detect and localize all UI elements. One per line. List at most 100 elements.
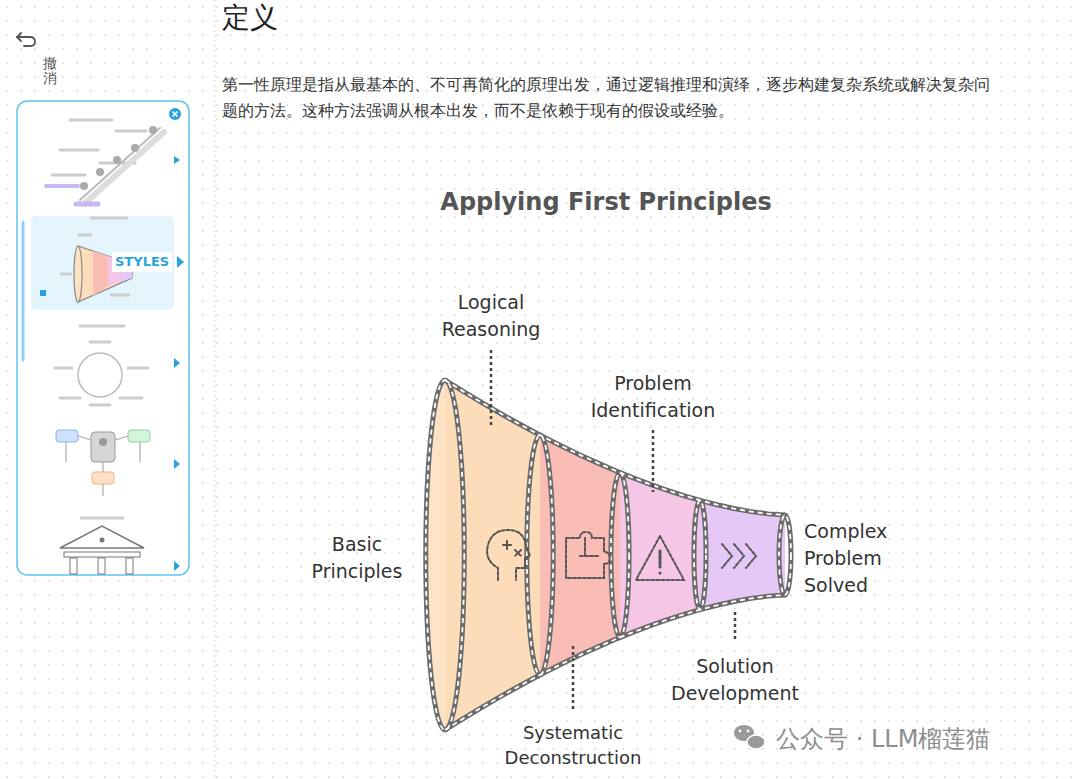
temple-thumbnail-part	[64, 552, 140, 557]
cycle-thumbnail-part	[80, 325, 124, 328]
leader-lines-part	[490, 350, 493, 425]
funnel	[426, 380, 791, 730]
callout-label: Systematic Deconstruction	[483, 720, 663, 770]
funnel-ring	[527, 435, 553, 675]
styles-panel-part	[169, 108, 181, 120]
hub-thumbnail-part	[99, 438, 107, 446]
staircase-thumbnail	[46, 120, 164, 204]
staircase-thumbnail-part	[70, 119, 112, 122]
body-paragraph: 第一性原理是指从最基本的、不可再简化的原理出发，通过逻辑推理和演绎，逐步构建复杂…	[222, 72, 992, 123]
funnel-segment	[700, 500, 785, 609]
leader-lines-part	[572, 646, 575, 712]
staircase-thumbnail-part	[80, 182, 88, 190]
temple-thumbnail-part	[100, 538, 105, 543]
cycle-thumbnail-part	[128, 367, 148, 370]
hub-thumbnail-part	[56, 430, 78, 442]
cycle-thumbnail-part	[55, 367, 72, 370]
wechat-icon-part	[747, 735, 765, 749]
funnel-thumbnail-part	[93, 251, 108, 296]
segment-icons-part	[636, 536, 684, 580]
staircase-thumbnail-part	[96, 168, 104, 176]
cycle-thumbnail-part	[78, 353, 122, 397]
cycle-thumbnail	[55, 326, 148, 405]
staircase-thumbnail-part	[76, 202, 98, 207]
callout-label: Solution Development	[655, 653, 815, 707]
segment-icons-part	[580, 538, 598, 556]
hub-thumbnail	[56, 430, 150, 496]
staircase-thumbnail-part	[52, 174, 85, 177]
funnel-thumbnail-part	[90, 217, 128, 220]
staircase-thumbnail-part	[84, 132, 164, 204]
temple-thumbnail-part	[126, 558, 133, 574]
segment-icons-part	[659, 572, 662, 575]
temple-thumbnail-part	[80, 517, 124, 520]
hub-thumbnail-part	[92, 472, 114, 484]
cycle-thumbnail-part	[120, 397, 142, 400]
temple-thumbnail-part	[60, 526, 144, 548]
vertical-label: 撤消	[43, 56, 57, 87]
leader-lines-part	[652, 430, 655, 492]
funnel-thumbnail-part	[60, 273, 72, 276]
diagram-title: Applying First Principles	[440, 188, 771, 216]
styles-panel-part	[17, 101, 189, 575]
leader-lines-part	[734, 612, 737, 642]
tab-label: STYLES	[112, 252, 172, 272]
grid-background-part	[215, 0, 216, 779]
styles-panel-part	[22, 222, 25, 360]
funnel-ring	[426, 380, 465, 730]
temple-thumbnail-part	[98, 558, 105, 574]
callout-label: Basic Principles	[292, 531, 422, 585]
funnel-ring	[779, 515, 791, 595]
watermark: 公众号 · LLM榴莲猫	[776, 722, 990, 756]
styles-panel-part	[40, 290, 46, 296]
segment-icons-part	[503, 541, 521, 556]
temple-thumbnail-part	[70, 558, 77, 574]
hub-thumbnail-part	[128, 430, 150, 442]
wechat-icon-part	[747, 730, 750, 733]
undo-icon	[17, 33, 35, 46]
staircase-thumbnail-part	[60, 149, 98, 152]
staircase-thumbnail-part	[116, 130, 146, 133]
staircase-thumbnail-part	[80, 128, 160, 200]
styles-panel	[17, 101, 189, 575]
funnel-ring	[694, 500, 706, 609]
callout-label: Logical Reasoning	[421, 289, 561, 343]
wechat-icon	[734, 725, 765, 749]
staircase-thumbnail-part	[46, 184, 78, 188]
styles-panel-part	[174, 156, 180, 571]
cycle-thumbnail-part	[90, 341, 110, 344]
staircase-thumbnail-part	[113, 156, 121, 164]
wechat-icon-part	[739, 730, 742, 733]
styles-panel-part	[177, 256, 184, 268]
staircase-thumbnail-part	[149, 126, 157, 134]
funnel-ring	[611, 473, 629, 638]
styles-panel-part	[31, 216, 174, 310]
segment-icons-part	[722, 544, 756, 568]
funnel-ring	[694, 500, 706, 609]
hub-thumbnail-part	[66, 436, 140, 496]
segment-icons-part	[659, 551, 662, 567]
funnel-thumbnail-part	[110, 294, 130, 297]
cycle-thumbnail-part	[60, 397, 80, 400]
temple-thumbnail	[60, 518, 144, 574]
staircase-thumbnail-part	[131, 144, 139, 152]
section-heading: 定义	[222, 0, 278, 35]
segment-icons-part	[566, 532, 610, 578]
funnel-ring	[426, 380, 465, 730]
styles-panel-part	[173, 112, 178, 117]
funnel-ring	[611, 473, 629, 638]
callout-label: Complex Problem Solved	[804, 518, 914, 599]
undo-icon-part	[17, 37, 35, 46]
funnel-thumbnail-part	[74, 246, 82, 302]
funnel-thumbnail-part	[78, 234, 92, 237]
funnel-ring	[527, 435, 553, 675]
hub-thumbnail-part	[91, 432, 115, 462]
funnel-ring	[779, 515, 791, 595]
callout-label: Problem Identification	[563, 370, 743, 424]
cycle-thumbnail-part	[90, 404, 110, 407]
segment-icons	[487, 530, 756, 580]
segment-icons-part	[487, 530, 530, 580]
